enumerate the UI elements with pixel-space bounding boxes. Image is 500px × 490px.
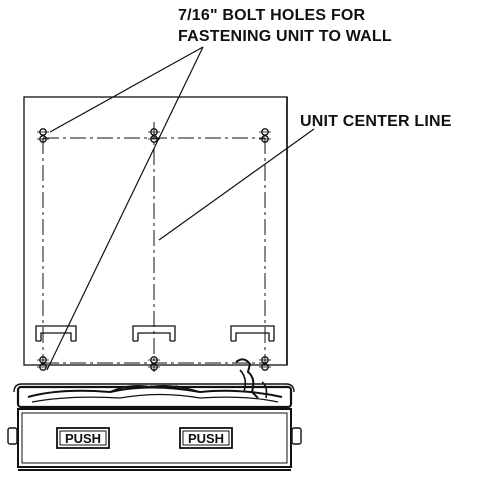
push-button-right-label: PUSH <box>188 431 224 446</box>
wall-back-panel <box>23 96 288 366</box>
bolt-holes-callout: 7/16" BOLT HOLES FOR FASTENING UNIT TO W… <box>178 5 392 47</box>
push-button-left-label: PUSH <box>65 431 101 446</box>
callout-leaders <box>46 46 315 371</box>
mounting-brackets <box>35 325 275 342</box>
bolt-holes-bottom <box>37 356 271 371</box>
push-button-right[interactable]: PUSH <box>179 427 233 449</box>
fountain-basin <box>7 358 302 471</box>
bolt-holes-callout-line1: 7/16" BOLT HOLES FOR <box>178 7 366 24</box>
unit-center-line-callout: UNIT CENTER LINE <box>300 113 452 130</box>
bolt-holes-callout-line2: FASTENING UNIT TO WALL <box>178 28 392 45</box>
push-button-left[interactable]: PUSH <box>56 427 110 449</box>
